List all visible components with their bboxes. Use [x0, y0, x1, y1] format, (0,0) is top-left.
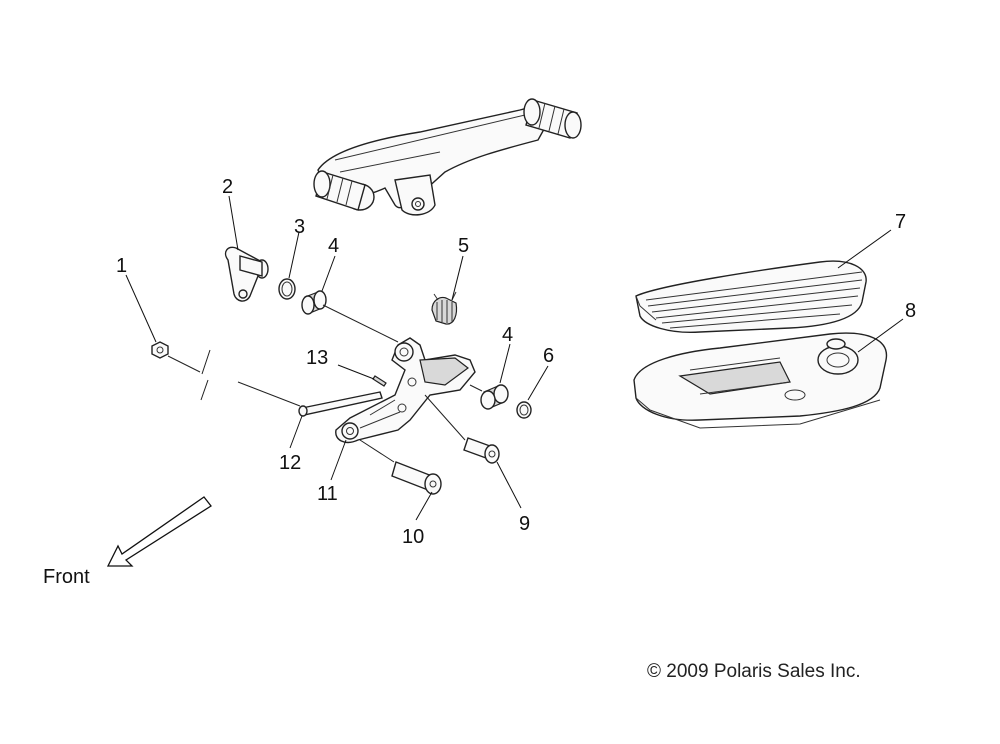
part-10-bolt — [391, 461, 442, 495]
callout-10: 10 — [402, 526, 424, 548]
part-4-bushing-lower — [480, 384, 509, 410]
part-9-bolt — [463, 437, 500, 464]
copyright-text: © 2009 Polaris Sales Inc. — [647, 661, 861, 682]
callout-6: 6 — [543, 345, 554, 367]
toe-peg-right — [523, 98, 582, 139]
callout-4-upper: 4 — [328, 235, 339, 257]
part-1-nut — [151, 341, 169, 359]
front-label: Front — [43, 566, 90, 588]
part-13-cotter-pin — [372, 375, 387, 387]
callout-11: 11 — [317, 483, 338, 505]
part-3-o-ring — [278, 278, 296, 300]
assembly-axes — [167, 304, 483, 463]
toe-peg-left — [313, 170, 375, 211]
part-8-floorboard-base — [633, 332, 888, 429]
part-11-bracket — [335, 337, 476, 444]
callout-12: 12 — [279, 452, 301, 474]
callout-4-lower: 4 — [502, 324, 513, 346]
callout-3: 3 — [294, 216, 305, 238]
leader-lines — [125, 195, 904, 521]
callout-13: 13 — [306, 347, 328, 369]
part-12-pin — [298, 391, 383, 417]
callout-2: 2 — [222, 176, 233, 198]
part-2-shift-arm — [224, 246, 269, 302]
callout-8: 8 — [905, 300, 916, 322]
part-4-bushing-upper — [301, 290, 327, 315]
shift-lever — [313, 98, 582, 216]
callout-7: 7 — [895, 211, 906, 233]
part-6-washer — [516, 401, 532, 419]
part-7-floorboard-pad — [635, 260, 867, 334]
part-5-spring — [431, 291, 458, 325]
callout-9: 9 — [519, 513, 530, 535]
callout-5: 5 — [458, 235, 469, 257]
callout-1: 1 — [116, 255, 127, 277]
front-arrow-icon — [106, 496, 212, 567]
